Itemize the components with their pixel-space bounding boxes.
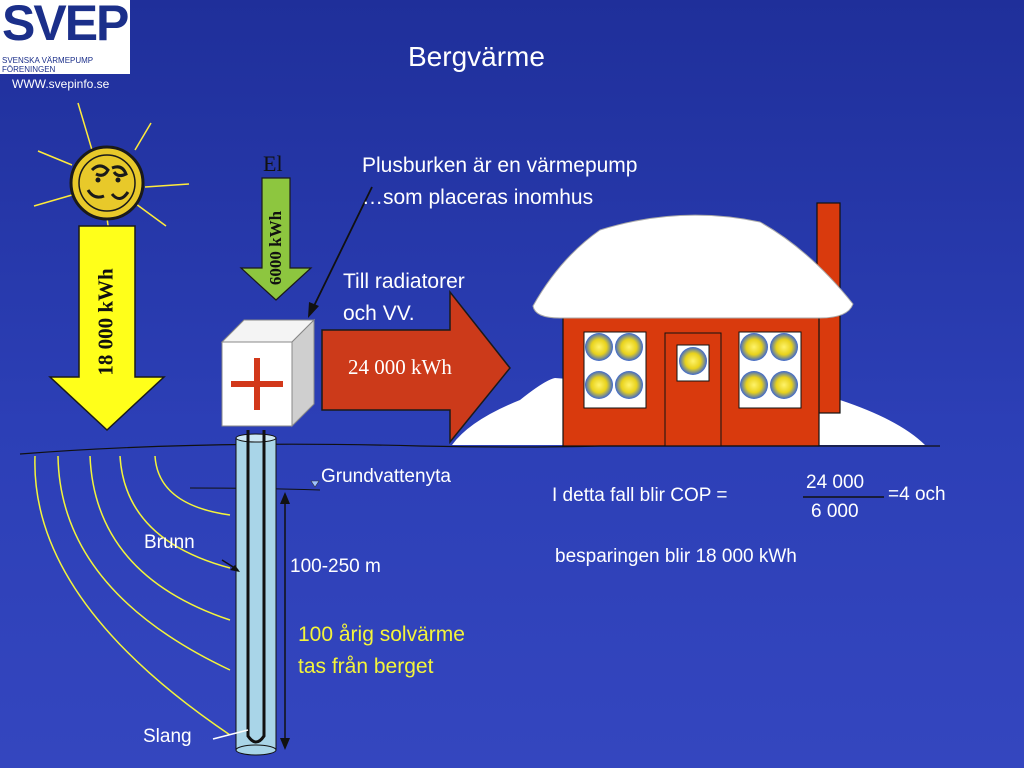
heat-pump-note-line2: …som placeras inomhus: [362, 186, 594, 209]
window-pane-glow: [615, 371, 643, 399]
well-pointer-arrowhead: [230, 565, 240, 572]
sun-icon: [33, 102, 190, 241]
radiator-label: Till radiatorer och VV.: [343, 266, 465, 330]
heat-pump-box: [220, 318, 316, 428]
depth-arrow: [280, 492, 290, 750]
logo-word: SVEP: [2, 0, 129, 51]
page-title: Bergvärme: [408, 41, 545, 72]
solar-heat-note: 100 årig solvärme tas från berget: [298, 619, 465, 683]
rock-heat-flow-lines: [34, 455, 231, 736]
groundwater-marker-icon: [310, 480, 320, 488]
window-pane-glow: [585, 333, 613, 361]
cop-result: =4 och: [888, 484, 946, 505]
electricity-arrow: [239, 177, 313, 301]
window-pane-glow: [770, 333, 798, 361]
window-pane-glow: [740, 371, 768, 399]
heat-pump-note: Plusburken är en värmepump …som placeras…: [362, 150, 637, 214]
window-pane-glow: [770, 371, 798, 399]
solar-heat-line1: 100 årig solvärme: [298, 623, 465, 646]
cop-numerator: 24 000: [806, 472, 865, 493]
hose-pointer-line: [212, 729, 249, 740]
electricity-label: El: [263, 151, 283, 176]
groundwater-label: Grundvattenyta: [321, 466, 451, 487]
website-url: WWW.svepinfo.se: [12, 77, 110, 91]
hose-label: Slang: [143, 726, 192, 747]
borehole-well: [235, 430, 277, 756]
logo-subtitle-line2: FÖRENINGEN: [2, 65, 56, 74]
saving-text: besparingen blir 18 000 kWh: [555, 546, 797, 567]
logo-subtitle-line1: SVENSKA VÄRMEPUMP: [2, 56, 94, 65]
radiator-label-line1: Till radiatorer: [343, 270, 465, 293]
radiator-label-line2: och VV.: [343, 302, 415, 325]
sun-energy-arrow: [48, 225, 166, 432]
house-icon: [532, 202, 854, 447]
ground-surface-line: [19, 443, 940, 455]
svep-logo: SVEP SVENSKA VÄRMEPUMP FÖRENINGEN: [0, 0, 130, 74]
note-pointer-line: [311, 186, 373, 311]
window-pane-glow: [585, 371, 613, 399]
window-pane-glow: [679, 347, 707, 375]
heat-pump-note-line1: Plusburken är en värmepump: [362, 154, 638, 177]
solar-heat-line2: tas från berget: [298, 655, 434, 678]
cop-prefix: I detta fall blir COP =: [552, 485, 728, 506]
radiator-energy-label: 24 000 kWh: [348, 355, 452, 379]
well-label: Brunn: [144, 532, 195, 553]
radiator-output-arrow: [321, 289, 511, 445]
window-pane-glow: [615, 333, 643, 361]
ground-hose: [246, 430, 266, 744]
depth-label: 100-250 m: [290, 556, 381, 577]
cop-denominator: 6 000: [811, 501, 859, 522]
window-pane-glow: [740, 333, 768, 361]
note-pointer-arrowhead: [308, 302, 319, 318]
